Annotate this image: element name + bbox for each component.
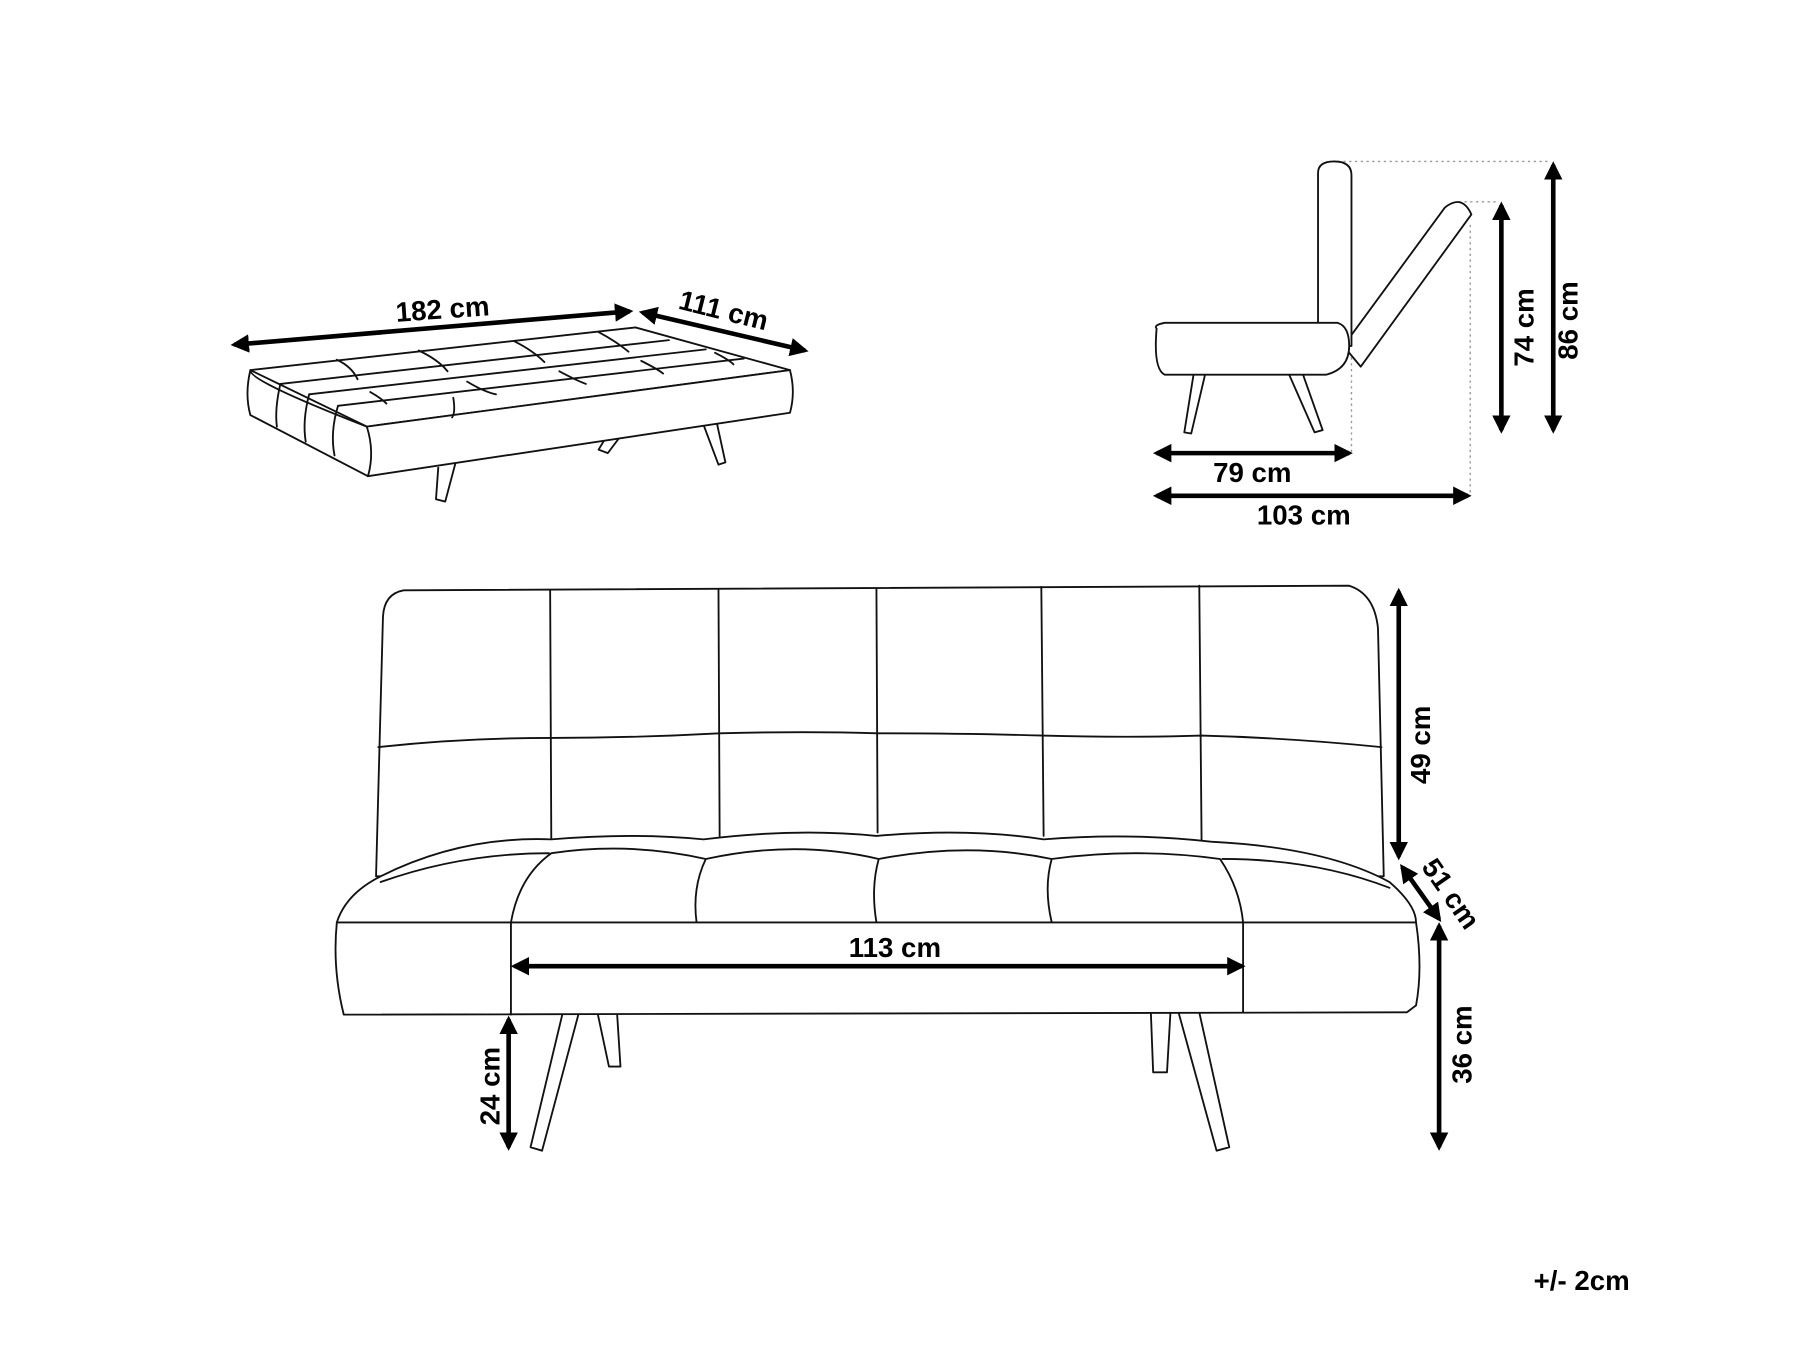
seat-width-label: 113 cm [849, 932, 941, 963]
backrest-height-label: 49 cm [1405, 706, 1436, 784]
length-label: 182 cm [395, 290, 491, 327]
side-legs [1183, 374, 1324, 435]
top-view-bed [246, 326, 794, 503]
side-view-sofa [1154, 160, 1551, 496]
front-legs [529, 1012, 1231, 1152]
seat-depth-label: 79 cm [1213, 457, 1291, 488]
seat-height-label: 36 cm [1446, 1005, 1477, 1083]
total-height-label: 86 cm [1552, 281, 1583, 359]
length-dimension-arrow [230, 303, 634, 353]
tolerance-note: +/- 2cm [1534, 1265, 1630, 1296]
leg-height-label: 24 cm [474, 1047, 505, 1125]
front-view-sofa [334, 584, 1421, 1152]
upright-back [1317, 160, 1353, 347]
backrest [375, 584, 1385, 878]
seat-depth-arrow [1400, 864, 1442, 922]
depth-label: 111 cm [676, 284, 772, 336]
reclined-height-label: 74 cm [1509, 288, 1540, 366]
reclined-back [1342, 201, 1473, 368]
seat-cushions [335, 831, 1417, 924]
seat-depth-label: 51 cm [1416, 853, 1486, 935]
reclined-depth-label: 103 cm [1257, 500, 1351, 531]
depth-dimension-arrow [638, 306, 809, 357]
side-seat [1154, 321, 1351, 376]
